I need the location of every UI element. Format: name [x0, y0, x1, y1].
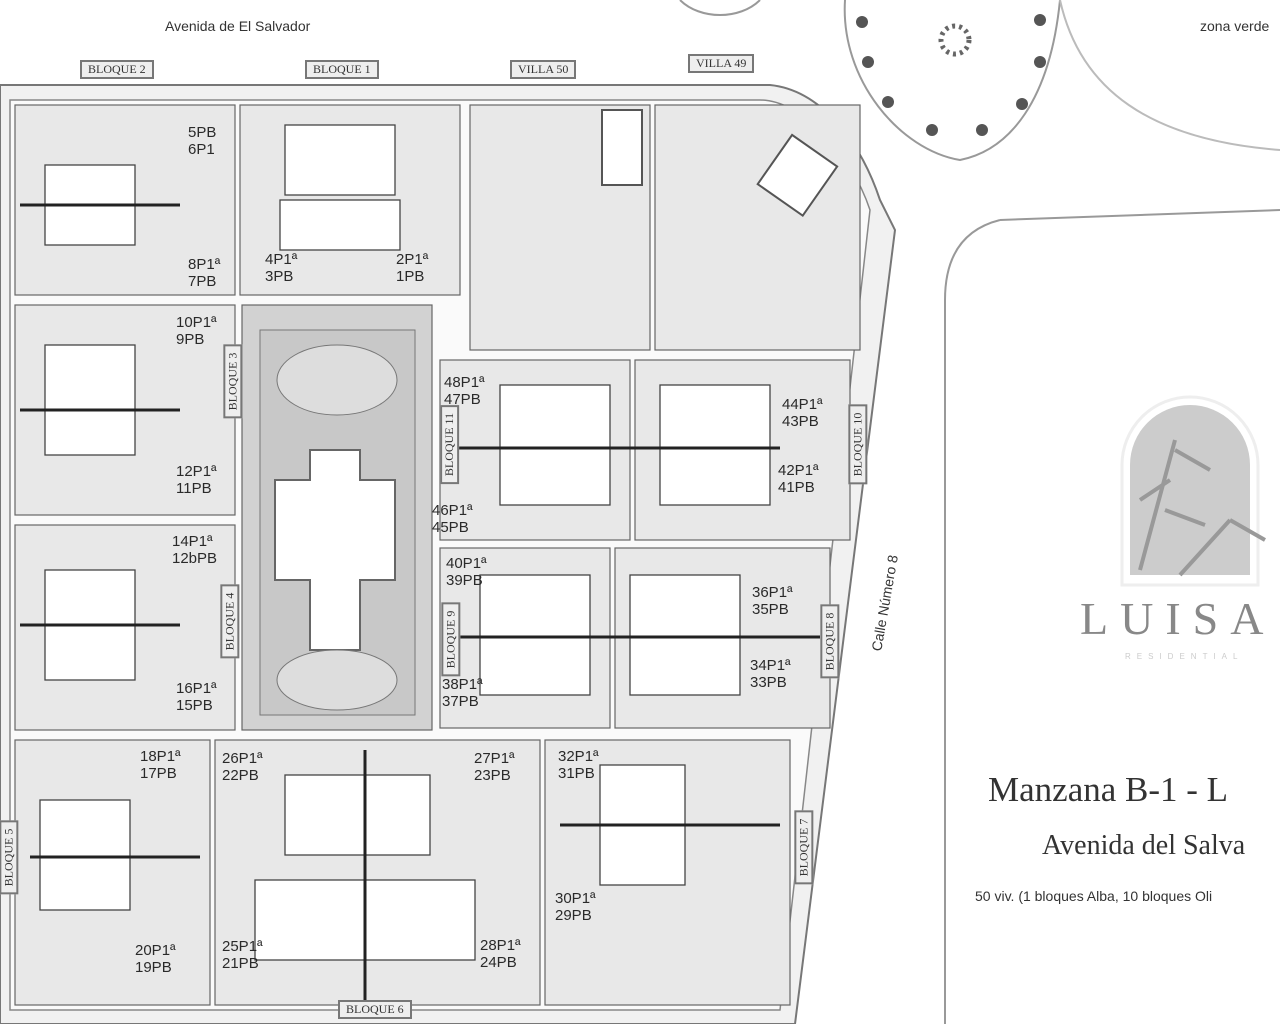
block-tag-bloque-6: BLOQUE 6: [338, 1000, 412, 1019]
villa-49-pool: [756, 133, 839, 218]
logo-subtitle: RESIDENTIAL: [1125, 652, 1244, 661]
info-title: Manzana B-1 - L: [988, 770, 1229, 809]
block-tag-bloque-5: BLOQUE 5: [0, 820, 19, 895]
block-tag-bloque-7: BLOQUE 7: [794, 810, 814, 885]
axis-lines: [20, 203, 820, 1000]
block-tag-bloque-1: BLOQUE 1: [305, 60, 379, 79]
block-tag-bloque-2: BLOQUE 2: [80, 60, 154, 79]
logo-wordmark: LUISA: [1080, 593, 1276, 644]
info-note: 50 viv. (1 bloques Alba, 10 bloques Oli: [975, 888, 1213, 904]
block-tag-bloque-3: BLOQUE 3: [223, 344, 243, 419]
block-tag-bloque-11: BLOQUE 11: [440, 404, 460, 485]
zona-verde-label: zona verde: [1200, 18, 1270, 34]
house-modules: [39, 124, 771, 961]
luisa-logo-mark: [1120, 395, 1266, 587]
block-tag-bloque-8: BLOQUE 8: [820, 604, 840, 679]
block-tag-villa-50: VILLA 50: [510, 60, 577, 79]
central-plaza: [259, 329, 416, 716]
info-subtitle: Avenida del Salva: [1042, 830, 1246, 861]
street-avenida-el-salvador: Avenida de El Salvador: [165, 18, 311, 34]
block-tag-villa-49: VILLA 49: [688, 54, 755, 73]
palm-icons: [856, 14, 1046, 136]
block-tag-bloque-10: BLOQUE 10: [848, 404, 868, 485]
block-tag-bloque-9: BLOQUE 9: [441, 602, 461, 677]
villa-50-pool: [601, 109, 643, 186]
roundabout: [679, 0, 1280, 1024]
block-tag-bloque-4: BLOQUE 4: [220, 584, 240, 659]
